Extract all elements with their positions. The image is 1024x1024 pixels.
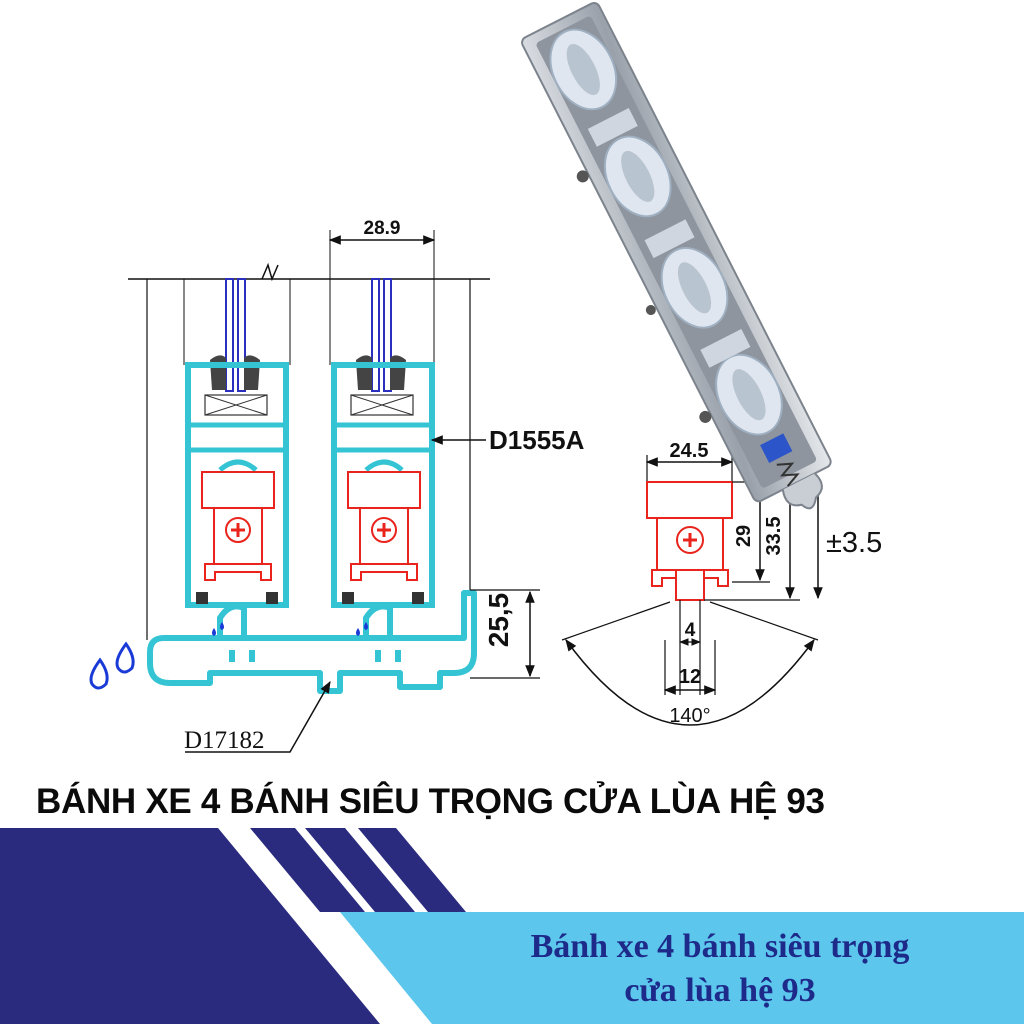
- dim-frame-height: 25,5: [483, 593, 514, 648]
- dim-frame-width: 28.9: [364, 218, 401, 239]
- dim-roller-inner: 4: [685, 620, 696, 641]
- product-title: BÁNH XE 4 BÁNH SIÊU TRỌNG CỬA LÙA HỆ 93: [36, 782, 825, 821]
- door-section-drawing: 28.9 D1555A 25,5 D17182: [89, 218, 585, 754]
- bottom-banner: [0, 828, 1024, 1024]
- right-sash: [329, 230, 435, 608]
- dim-roller-height-1: 29: [733, 525, 755, 547]
- water-drops: [89, 622, 368, 690]
- label-profile-frame: D1555A: [489, 425, 585, 455]
- label-profile-track: D17182: [184, 727, 265, 754]
- dim-roller-width: 24.5: [670, 440, 709, 462]
- dim-roller-base: 12: [679, 666, 701, 688]
- roller-product-illustration: [521, 2, 832, 510]
- product-caption-line2: cửa lùa hệ 93: [624, 972, 816, 1009]
- product-caption: Bánh xe 4 bánh siêu trọng cửa lùa hệ 93: [420, 925, 1020, 1013]
- roller-detail-drawing: 24.5 29 33.5 ±3.5 4 12 140°: [561, 440, 882, 727]
- dim-roller-adjust: ±3.5: [826, 527, 882, 559]
- dim-roller-height-2: 33.5: [763, 517, 785, 556]
- bottom-track-profile: [147, 590, 477, 694]
- left-sash: [183, 278, 291, 608]
- dim-roller-angle: 140°: [669, 705, 710, 727]
- product-caption-line1: Bánh xe 4 bánh siêu trọng: [530, 928, 910, 965]
